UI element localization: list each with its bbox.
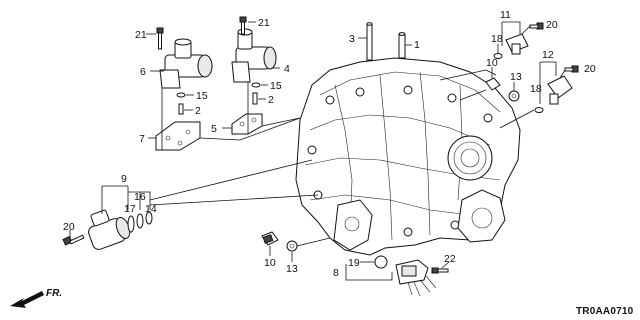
- washer-13-upper[interactable]: [508, 90, 520, 102]
- callout-11: 11: [500, 9, 511, 21]
- dowel-2-right[interactable]: [252, 92, 258, 105]
- sensor-11[interactable]: [505, 33, 529, 55]
- callout-12: 12: [542, 49, 554, 61]
- callout-15-left: 15: [196, 90, 208, 102]
- direction-label: FR.: [46, 288, 62, 299]
- bolt-21-left[interactable]: [156, 27, 164, 50]
- callout-4: 4: [284, 63, 290, 75]
- o-ring-15-left[interactable]: [176, 92, 186, 98]
- callout-19: 19: [348, 257, 360, 269]
- o-ring-15-right[interactable]: [251, 82, 261, 88]
- transmission-case[interactable]: [295, 57, 521, 256]
- bolt-22[interactable]: [431, 267, 449, 274]
- gasket-plate-7[interactable]: [155, 121, 201, 151]
- solenoid-valve-6[interactable]: [159, 38, 213, 89]
- callout-14: 14: [145, 203, 157, 215]
- sensor-12[interactable]: [547, 75, 573, 105]
- callout-22: 22: [444, 253, 456, 265]
- callout-6: 6: [140, 66, 146, 78]
- solenoid-valve-9[interactable]: [87, 209, 132, 251]
- dowel-pin-1[interactable]: [398, 32, 406, 59]
- callout-17: 17: [124, 203, 136, 215]
- bolt-20-right[interactable]: [564, 65, 579, 73]
- callout-8: 8: [333, 267, 339, 279]
- callout-21-right: 21: [258, 17, 270, 29]
- washer-13-lower[interactable]: [286, 240, 298, 252]
- callout-21-left: 21: [135, 29, 147, 41]
- solenoid-valve-4[interactable]: [231, 28, 277, 83]
- diagram-code: TR0AA0710: [576, 306, 634, 317]
- callout-18-lower: 18: [530, 83, 542, 95]
- callout-10-lower: 10: [264, 257, 276, 269]
- callout-2-left: 2: [195, 105, 201, 117]
- o-ring-17[interactable]: [127, 215, 135, 233]
- callout-10-upper: 10: [486, 57, 498, 69]
- dowel-pin-3[interactable]: [366, 22, 373, 61]
- gasket-plate-5[interactable]: [231, 113, 263, 135]
- o-ring-16[interactable]: [136, 213, 144, 229]
- callout-9: 9: [121, 173, 127, 185]
- callout-15-right: 15: [270, 80, 282, 92]
- callout-18-upper: 18: [491, 33, 503, 45]
- callout-20-lower-left: 20: [63, 221, 75, 233]
- sensor-harness-8[interactable]: [395, 259, 437, 297]
- callout-20-upper-right: 20: [546, 19, 558, 31]
- bolt-20-lower-left[interactable]: [62, 234, 85, 246]
- front-direction-arrow: FR.: [10, 288, 62, 308]
- leader-lines: [69, 21, 566, 281]
- callout-2-right: 2: [268, 94, 274, 106]
- callout-5: 5: [211, 123, 217, 135]
- callout-3: 3: [349, 33, 355, 45]
- bolt-21-right[interactable]: [239, 16, 247, 35]
- dowel-2-left[interactable]: [178, 103, 184, 115]
- o-ring-18-upper[interactable]: [493, 53, 503, 59]
- callout-13-upper: 13: [510, 71, 522, 83]
- o-ring-14[interactable]: [145, 211, 153, 225]
- callout-1: 1: [414, 39, 420, 51]
- callout-13-lower: 13: [286, 263, 298, 275]
- arrow-left-icon: [10, 291, 44, 308]
- plug-10-lower[interactable]: [261, 231, 279, 246]
- callout-16: 16: [134, 191, 146, 203]
- callout-labels: 21 21 6 4 15 15 2 2 7 5 9 16 17 14 20 10…: [63, 9, 596, 279]
- o-ring-18-lower[interactable]: [534, 107, 544, 113]
- callout-7: 7: [139, 133, 145, 145]
- bolt-20-upper-right[interactable]: [529, 22, 544, 30]
- o-ring-19[interactable]: [374, 255, 388, 269]
- callout-20-right: 20: [584, 63, 596, 75]
- plug-10-upper[interactable]: [485, 77, 501, 91]
